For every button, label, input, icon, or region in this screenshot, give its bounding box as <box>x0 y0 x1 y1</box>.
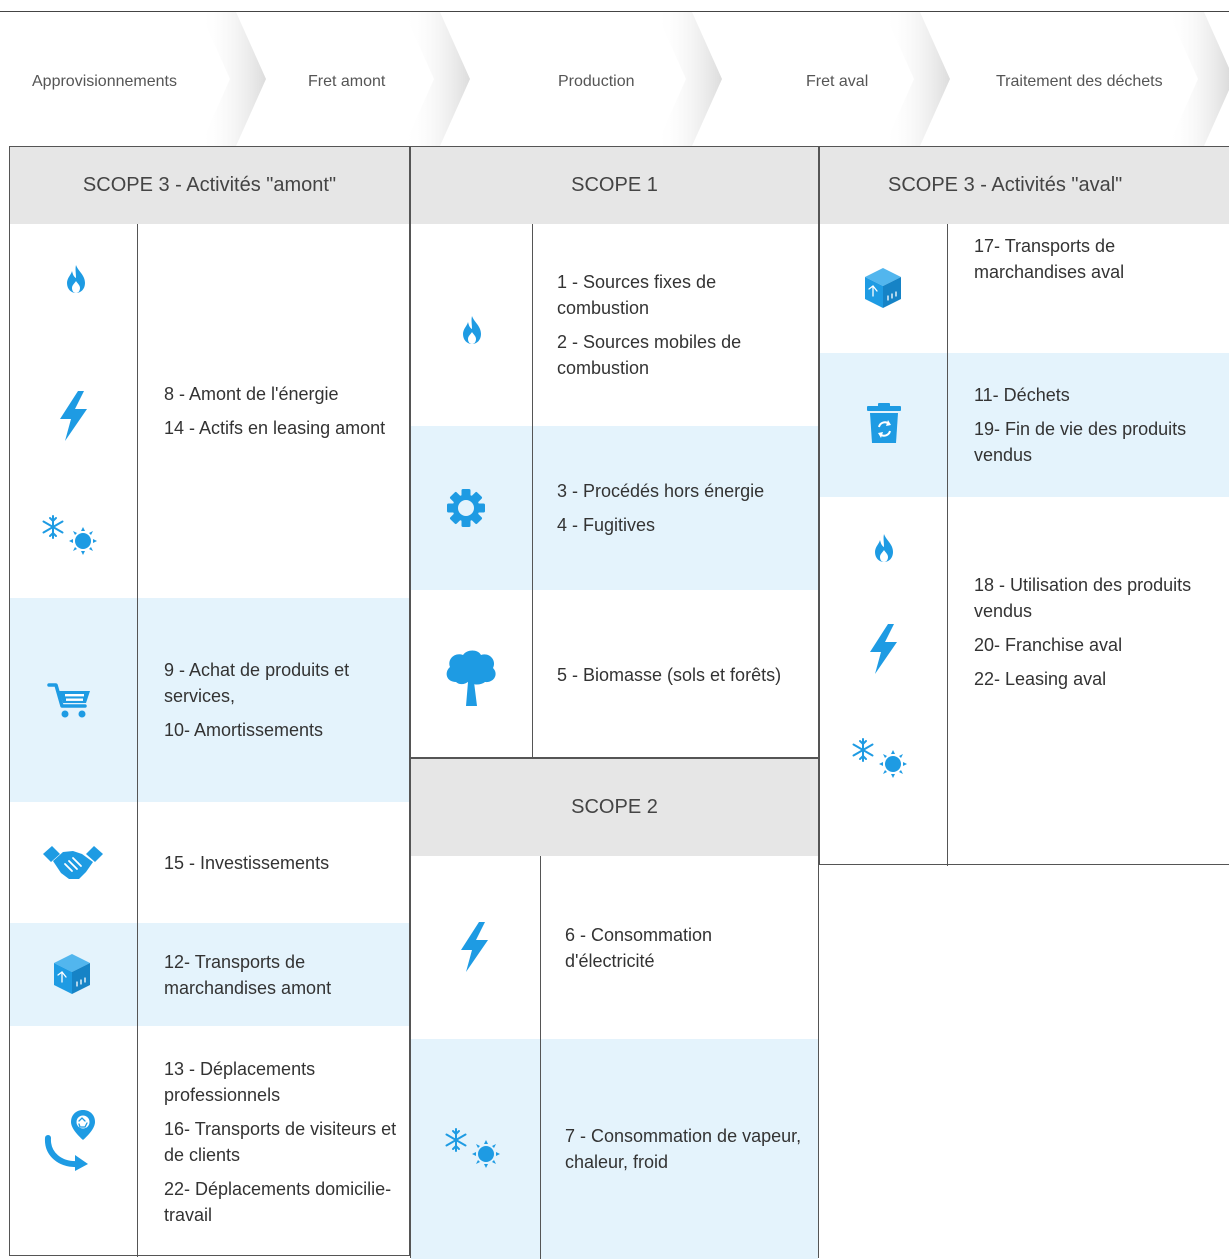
item-4: 4 - Fugitives <box>557 515 656 535</box>
item-10: 10- Amortissements <box>164 720 324 740</box>
scope1-divider <box>532 224 533 759</box>
item-18: 18 - Utilisation des produits vendus <box>974 574 1192 621</box>
tree-icon <box>443 648 499 708</box>
flame-icon <box>872 533 896 563</box>
upstream-row-investments: 15 - Investissements <box>10 802 409 923</box>
upstream-row-freight: 12- Transports de marchandises amont <box>10 923 409 1026</box>
item-13: 13 - Déplacements professionnels <box>164 1058 316 1105</box>
lightning-icon <box>866 623 900 675</box>
downstream-row-waste: 11- Déchets 19- Fin de vie des produits … <box>820 353 1229 497</box>
scope2-electricity-items: 6 - Consommation d'électricité <box>565 856 806 1039</box>
scope1-title: SCOPE 1 <box>411 147 818 224</box>
snow-sun-icon <box>40 514 104 560</box>
upstream-investments-items: 15 - Investissements <box>164 802 397 923</box>
stage-fret-amont: Fret amont <box>308 73 386 90</box>
upstream-row-purchases: 9 - Achat de produits et services, 10- A… <box>10 598 409 802</box>
upstream-row-energy: 8 - Amont de l'énergie 14 - Actifs en le… <box>10 224 409 598</box>
lightning-icon <box>56 390 90 442</box>
scope2-divider <box>540 856 541 1259</box>
downstream-use-items: 18 - Utilisation des produits vendus 20-… <box>974 497 1216 766</box>
item-20: 20- Franchise aval <box>974 634 1123 655</box>
scope2-title: SCOPE 2 <box>411 759 818 856</box>
recycle-bin-icon <box>866 403 902 445</box>
item-2: 2 - Sources mobiles de combustion <box>557 332 742 378</box>
scope1-row-process: 3 - Procédés hors énergie 4 - Fugitives <box>411 426 818 590</box>
item-22-commute: 22- Déplacements domicilie-travail <box>164 1178 392 1225</box>
package-icon <box>52 953 92 995</box>
upstream-purchases-items: 9 - Achat de produits et services, 10- A… <box>164 598 397 802</box>
gear-icon <box>446 488 486 528</box>
snow-sun-icon <box>850 737 914 783</box>
item-17: 17- Transports de marchandises aval <box>974 235 1125 282</box>
stage-fret-aval: Fret aval <box>806 73 869 90</box>
downstream-freight-items: 17- Transports de marchandises aval <box>974 224 1216 293</box>
item-8: 8 - Amont de l'énergie <box>164 384 339 404</box>
scope2-column: SCOPE 2 6 - Consommation d'électricité 7… <box>410 758 819 1259</box>
scope1-biomass-items: 5 - Biomasse (sols et forêts) <box>557 590 806 759</box>
snow-sun-icon <box>443 1127 507 1173</box>
upstream-row-travel: 13 - Déplacements professionnels 16- Tra… <box>10 1026 409 1257</box>
downstream-row-use: 18 - Utilisation des produits vendus 20-… <box>820 497 1229 866</box>
scope3-downstream-column: SCOPE 3 - Activités "aval" 17- Transport… <box>819 146 1229 866</box>
handshake-icon <box>42 844 104 882</box>
item-6: 6 - Consommation d'électricité <box>565 924 713 971</box>
shopping-cart-icon <box>47 680 93 720</box>
scope3-upstream-title: SCOPE 3 - Activités "amont" <box>10 147 409 224</box>
scope3-upstream-column: SCOPE 3 - Activités "amont" 8 - Amont de… <box>9 146 410 1257</box>
scope1-process-items: 3 - Procédés hors énergie 4 - Fugitives <box>557 426 806 590</box>
item-5: 5 - Biomasse (sols et forêts) <box>557 664 782 685</box>
lightning-icon <box>457 921 491 973</box>
item-11: 11- Déchets <box>974 385 1070 405</box>
item-12: 12- Transports de marchandises amont <box>164 951 332 998</box>
item-9: 9 - Achat de produits et services, <box>164 660 350 706</box>
item-15: 15 - Investissements <box>164 852 330 873</box>
downstream-waste-items: 11- Déchets 19- Fin de vie des produits … <box>974 353 1216 497</box>
stage-approvisionnements: Approvisionnements <box>32 73 177 90</box>
process-chevrons <box>200 12 1229 146</box>
scope2-row-electricity: 6 - Consommation d'électricité <box>411 856 818 1039</box>
scope1-column: SCOPE 1 1 - Sources fixes de combustion … <box>410 146 819 759</box>
scope1-row-biomass: 5 - Biomasse (sols et forêts) <box>411 590 818 759</box>
downstream-divider <box>947 224 948 866</box>
item-7: 7 - Consommation de vapeur, chaleur, fro… <box>565 1126 802 1172</box>
top-rule <box>0 11 1229 12</box>
upstream-freight-items: 12- Transports de marchandises amont <box>164 923 397 1026</box>
scope1-combustion-items: 1 - Sources fixes de combustion 2 - Sour… <box>557 224 806 426</box>
flame-icon <box>460 315 484 345</box>
scope2-row-steam: 7 - Consommation de vapeur, chaleur, fro… <box>411 1039 818 1259</box>
scope1-row-combustion: 1 - Sources fixes de combustion 2 - Sour… <box>411 224 818 426</box>
item-16: 16- Transports de visiteurs et de client… <box>164 1118 397 1165</box>
item-19: 19- Fin de vie des produits vendus <box>974 419 1187 465</box>
stage-traitement-dechets: Traitement des déchets <box>996 73 1163 90</box>
item-22-leasing: 22- Leasing aval <box>974 668 1107 689</box>
stage-production: Production <box>558 73 635 90</box>
upstream-divider <box>137 224 138 1257</box>
item-3: 3 - Procédés hors énergie <box>557 481 765 501</box>
scope3-downstream-title: SCOPE 3 - Activités "aval" <box>820 147 1229 224</box>
downstream-row-freight: 17- Transports de marchandises aval <box>820 224 1229 353</box>
package-icon <box>863 267 903 309</box>
item-1: 1 - Sources fixes de combustion <box>557 272 717 318</box>
flame-icon <box>64 264 88 294</box>
upstream-energy-items: 8 - Amont de l'énergie 14 - Actifs en le… <box>164 224 397 598</box>
travel-pin-icon <box>44 1108 98 1172</box>
item-14: 14 - Actifs en leasing amont <box>164 418 386 438</box>
scope2-steam-items: 7 - Consommation de vapeur, chaleur, fro… <box>565 1039 806 1259</box>
upstream-travel-items: 13 - Déplacements professionnels 16- Tra… <box>164 1026 397 1257</box>
